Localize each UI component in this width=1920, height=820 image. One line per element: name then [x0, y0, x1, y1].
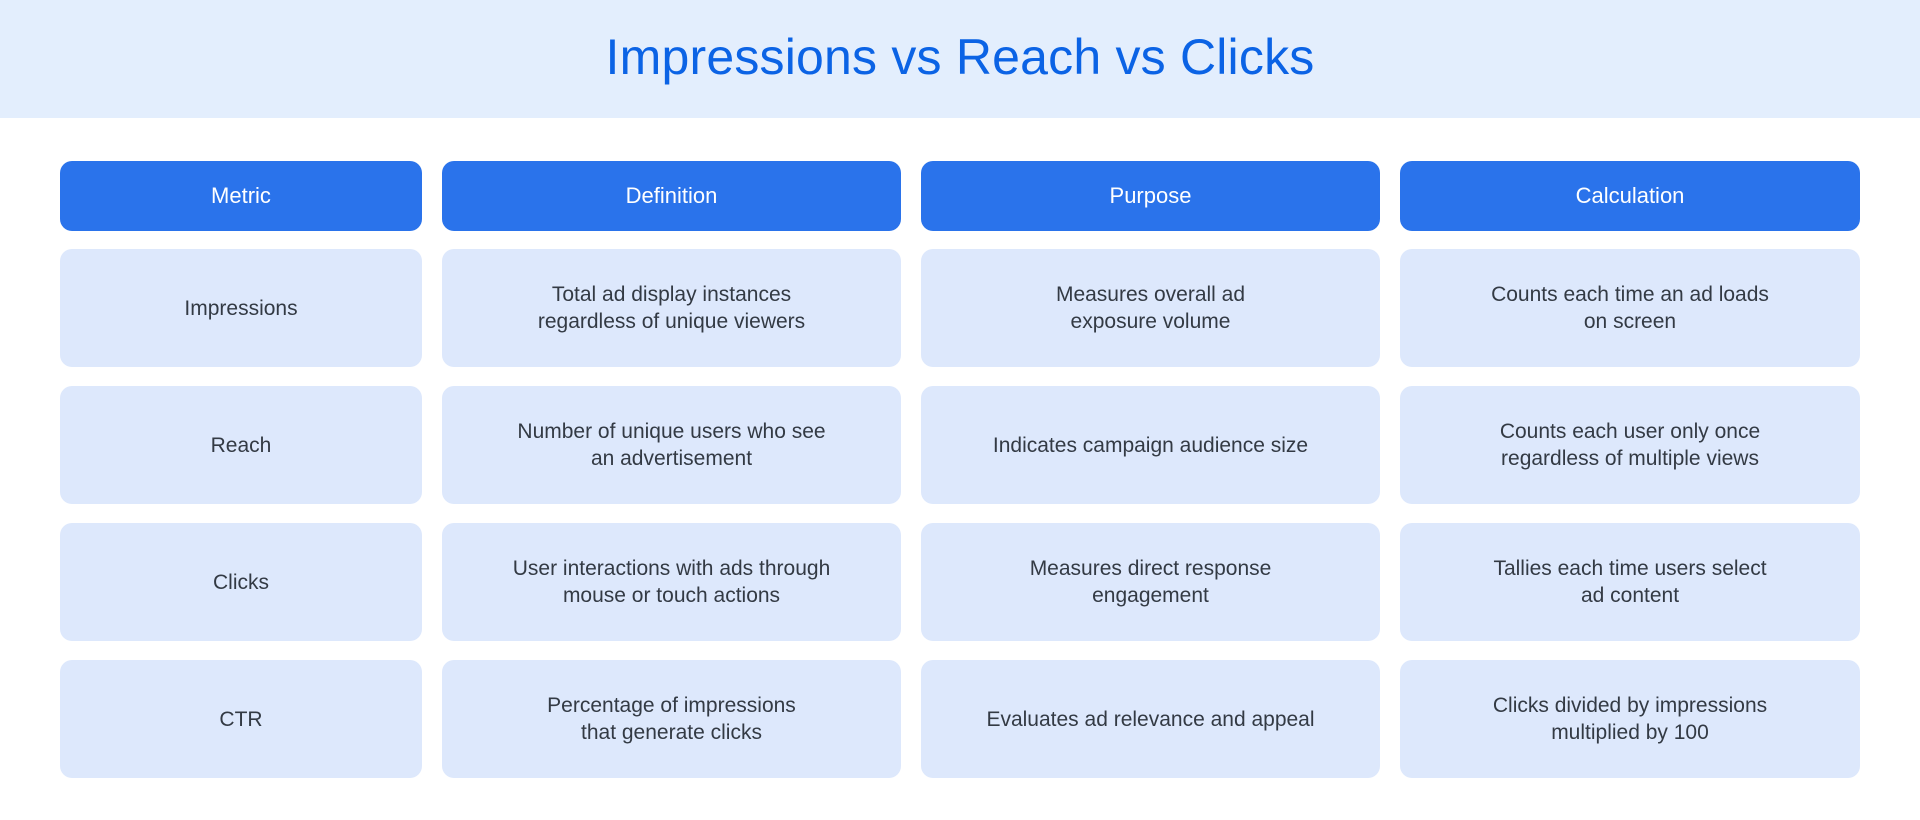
definition-cell: Percentage of impressions that generate …	[442, 660, 901, 778]
purpose-cell: Indicates campaign audience size	[921, 386, 1380, 504]
purpose-cell: Evaluates ad relevance and appeal	[921, 660, 1380, 778]
table-row: Clicks User interactions with ads throug…	[60, 523, 1860, 641]
table-body: Impressions Total ad display instances r…	[60, 249, 1860, 778]
calculation-line: multiplied by 100	[1551, 721, 1709, 744]
purpose-cell: Measures overall ad exposure volume	[921, 249, 1380, 367]
header-definition: Definition	[442, 161, 901, 231]
metric-cell: Clicks	[60, 523, 422, 641]
purpose-line: engagement	[1092, 584, 1209, 607]
definition-line: Number of unique users who see	[517, 420, 826, 443]
calculation-line: Counts each user only once	[1499, 420, 1761, 443]
calculation-line: ad content	[1580, 584, 1680, 607]
definition-line: an advertisement	[590, 447, 753, 470]
table-row: CTR Percentage of impressions that gener…	[60, 660, 1860, 778]
definition-cell: User interactions with ads through mouse…	[442, 523, 901, 641]
calculation-cell: Tallies each time users select ad conten…	[1400, 523, 1860, 641]
calculation-line: regardless of multiple views	[1501, 447, 1759, 470]
definition-line: mouse or touch actions	[562, 584, 781, 607]
definition-line: Total ad display instances	[551, 283, 792, 306]
metric-name: CTR	[219, 707, 263, 731]
purpose-cell: Measures direct response engagement	[921, 523, 1380, 641]
calculation-cell: Counts each user only once regardless of…	[1400, 386, 1860, 504]
metric-cell: Reach	[60, 386, 422, 504]
calculation-cell: Clicks divided by impressions multiplied…	[1400, 660, 1860, 778]
purpose-line: Indicates campaign audience size	[992, 433, 1309, 457]
table-row: Impressions Total ad display instances r…	[60, 249, 1860, 367]
table-header-row: Metric Definition Purpose Calculation	[60, 161, 1860, 231]
calculation-line: Clicks divided by impressions	[1492, 694, 1768, 717]
metric-name: Impressions	[184, 296, 298, 320]
header-metric: Metric	[60, 161, 422, 231]
page-title: Impressions vs Reach vs Clicks	[605, 29, 1315, 85]
header-calculation: Calculation	[1400, 161, 1860, 231]
metric-cell: CTR	[60, 660, 422, 778]
definition-cell: Total ad display instances regardless of…	[442, 249, 901, 367]
definition-cell: Number of unique users who see an advert…	[442, 386, 901, 504]
calculation-line: on screen	[1583, 310, 1677, 333]
definition-line: Percentage of impressions	[547, 694, 796, 717]
purpose-line: Measures overall ad	[1055, 283, 1246, 306]
definition-line: that generate clicks	[581, 721, 762, 744]
metric-name: Clicks	[213, 570, 269, 594]
calculation-line: Tallies each time users select	[1493, 557, 1767, 580]
definition-line: regardless of unique viewers	[537, 310, 806, 333]
purpose-line: exposure volume	[1070, 310, 1231, 333]
purpose-line: Measures direct response	[1029, 557, 1272, 580]
purpose-line: Evaluates ad relevance and appeal	[986, 707, 1315, 731]
title-band: Impressions vs Reach vs Clicks	[0, 0, 1920, 118]
definition-line: User interactions with ads through	[512, 557, 831, 580]
calculation-line: Counts each time an ad loads	[1491, 283, 1769, 306]
header-purpose: Purpose	[921, 161, 1380, 231]
metric-cell: Impressions	[60, 249, 422, 367]
table-row: Reach Number of unique users who see an …	[60, 386, 1860, 504]
metric-name: Reach	[210, 433, 272, 457]
calculation-cell: Counts each time an ad loads on screen	[1400, 249, 1860, 367]
